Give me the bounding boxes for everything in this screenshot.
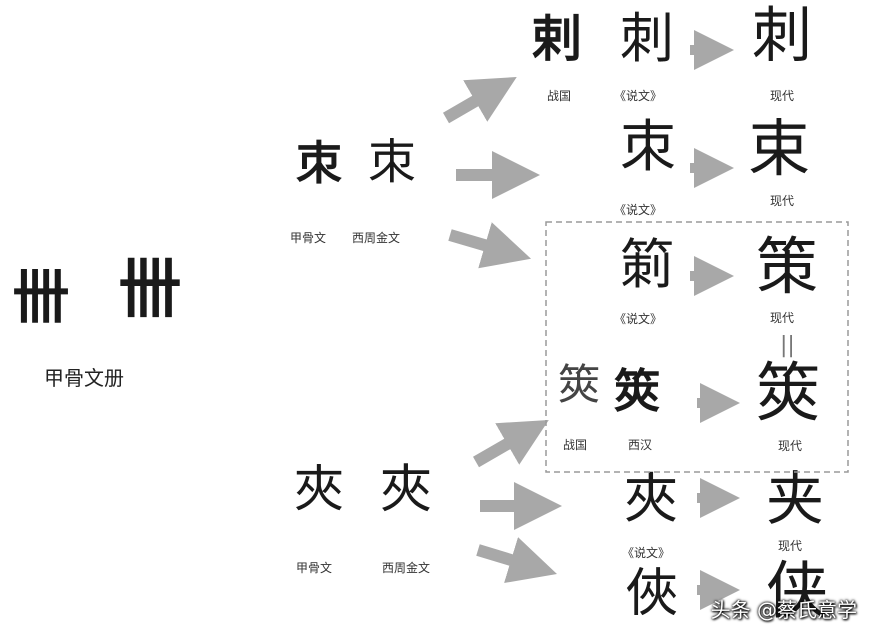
shu-shuowen-label: 《说文》 bbox=[614, 203, 663, 217]
oracle-ce-glyph-1: 卌 bbox=[12, 263, 71, 331]
jiace-zhanguo-label: 战国 bbox=[563, 438, 588, 452]
ci-shuowen-glyph: 刺 bbox=[620, 7, 674, 70]
ce-modern-char: 策 bbox=[756, 230, 819, 303]
jia-jiaguwen-label: 甲骨文 bbox=[296, 561, 333, 575]
shu-modern-label: 现代 bbox=[770, 194, 795, 208]
shu-jinwen-label: 西周金文 bbox=[352, 231, 401, 245]
oracle-ce-label: 甲骨文册 bbox=[44, 366, 124, 390]
ci-zhanguo-glyph: 剌 bbox=[532, 9, 582, 68]
jiace-modern-char: 筴 bbox=[756, 357, 820, 431]
shu-jiaguwen-label: 甲骨文 bbox=[290, 231, 327, 245]
ci-modern-char: 刺 bbox=[752, 1, 812, 71]
jia-jinwen-glyph: 夾 bbox=[380, 460, 433, 520]
jiace-xihan-label: 西汉 bbox=[628, 438, 653, 452]
shu-modern-char: 束 bbox=[748, 112, 811, 185]
jiace-xihan-glyph: 筴 bbox=[614, 364, 660, 418]
jia-jiaguwen-glyph: 夾 bbox=[294, 460, 344, 518]
arrow-jia-to-xia bbox=[476, 537, 557, 583]
shu-jinwen-glyph: 朿 bbox=[368, 134, 417, 190]
ci-modern-label: 现代 bbox=[770, 89, 795, 103]
equals-sign: || bbox=[780, 333, 795, 358]
xia-shuowen-glyph: 俠 bbox=[626, 564, 679, 624]
ce-shuowen-glyph: 箣 bbox=[620, 233, 674, 296]
jia-shuowen-label: 《说文》 bbox=[622, 546, 671, 560]
jia-jinwen-label: 西周金文 bbox=[382, 561, 431, 575]
shu-jiaguwen-glyph: 朿 bbox=[296, 136, 342, 190]
ci-zhanguo-label: 战国 bbox=[547, 89, 572, 103]
jia-modern-char: 夹 bbox=[766, 465, 825, 533]
oracle-ce-glyph-2: 卌 bbox=[118, 252, 182, 327]
ce-shuowen-label: 《说文》 bbox=[614, 312, 663, 326]
jiace-zhanguo-glyph: 筴 bbox=[558, 360, 601, 409]
arrow-shu-to-ce bbox=[448, 222, 532, 269]
ce-modern-label: 现代 bbox=[770, 311, 795, 325]
arrow-shu-to-ci bbox=[442, 76, 517, 124]
watermark: 头条 @蔡氏意学 bbox=[710, 598, 857, 622]
jia-modern-label: 现代 bbox=[778, 539, 803, 553]
jiace-modern-label: 现代 bbox=[778, 439, 803, 453]
dashed-group-box bbox=[545, 221, 849, 473]
xia-modern-char: 侠 bbox=[766, 554, 829, 627]
shu-shuowen-glyph: 朿 bbox=[620, 115, 676, 180]
arrow-jia-to-jiace bbox=[473, 420, 549, 468]
jia-shuowen-glyph: 夾 bbox=[624, 467, 678, 530]
ci-shuowen-label: 《说文》 bbox=[614, 89, 663, 103]
